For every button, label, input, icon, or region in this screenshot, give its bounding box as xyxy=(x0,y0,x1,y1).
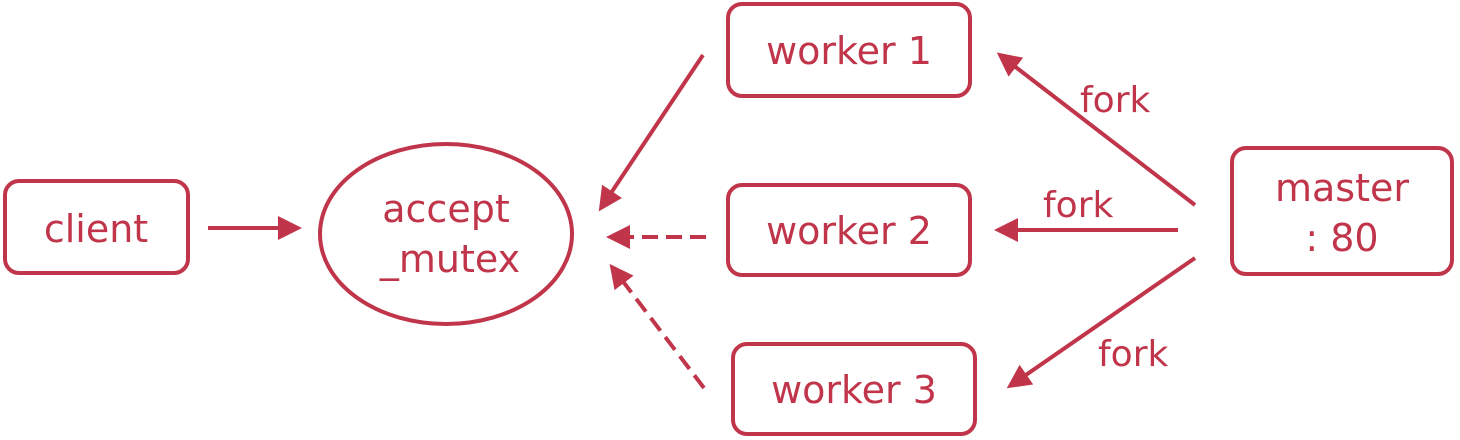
worker1-to-mutex-arrow xyxy=(598,53,705,212)
worker3-to-mutex-arrow xyxy=(609,263,706,390)
worker2-node xyxy=(726,183,972,277)
worker1-node xyxy=(726,2,972,98)
fork-to-worker1-arrow xyxy=(996,52,1197,207)
worker2-label: worker 2 xyxy=(766,209,932,253)
worker3-node xyxy=(731,342,977,436)
client-node xyxy=(3,179,190,275)
fork-label-worker2: fork xyxy=(1043,185,1114,226)
master-label-line1: master xyxy=(1275,166,1409,210)
worker1-label: worker 1 xyxy=(766,29,932,73)
fork-to-worker3-arrow xyxy=(1006,256,1197,389)
accept-mutex-node xyxy=(318,142,574,326)
fork-label-worker1: fork xyxy=(1080,80,1151,121)
accept-mutex-label-line1: accept xyxy=(382,187,509,231)
fork-label-worker3: fork xyxy=(1098,334,1169,375)
master-node xyxy=(1230,146,1454,276)
master-label-line2: : 80 xyxy=(1305,216,1378,260)
client-label: client xyxy=(44,207,148,251)
worker3-label: worker 3 xyxy=(771,368,937,412)
accept-mutex-label-line2: _mutex xyxy=(379,237,520,281)
